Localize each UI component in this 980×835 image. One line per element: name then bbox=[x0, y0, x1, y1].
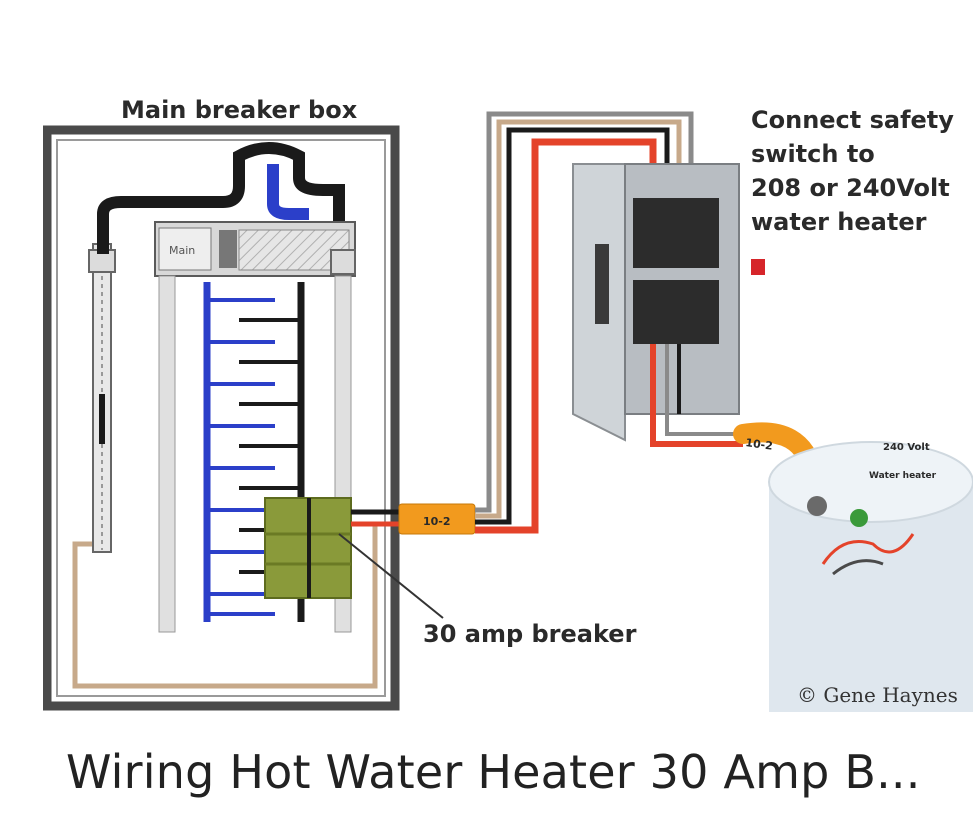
cable-label-upper: 10-2 bbox=[745, 436, 774, 453]
feeder-wire-red bbox=[475, 138, 657, 534]
label-main-breaker-box: Main breaker box bbox=[121, 96, 358, 124]
main-breaker-switch bbox=[219, 230, 237, 268]
heater-feed-neutral bbox=[665, 420, 743, 436]
safety-switch-red-indicator bbox=[751, 259, 765, 275]
label-safety-switch-4: water heater bbox=[751, 208, 927, 236]
feeder-wire-neutral bbox=[475, 111, 694, 513]
main-lug-right bbox=[330, 249, 356, 275]
heater-label-line2: Water heater bbox=[869, 471, 937, 481]
service-wire-blue bbox=[267, 164, 309, 220]
wiring-diagram: Main bbox=[43, 94, 973, 712]
bus-fingers bbox=[207, 298, 301, 616]
cable-label-lower: 10-2 bbox=[423, 515, 451, 528]
heater-element-wires bbox=[821, 533, 915, 565]
feeder-wire-ground bbox=[475, 119, 682, 519]
main-breaker-tag-box bbox=[158, 227, 212, 271]
label-safety-switch-2: switch to bbox=[751, 140, 875, 168]
heater-ground-screw bbox=[850, 509, 868, 527]
heater-junction bbox=[807, 496, 827, 516]
ground-wire-loop bbox=[72, 522, 378, 689]
heater-element-wires-2 bbox=[832, 559, 884, 576]
safety-switch-upper-block bbox=[633, 198, 719, 268]
main-breaker-tag: Main bbox=[169, 244, 195, 257]
breaker-pointer-line bbox=[338, 533, 444, 619]
water-heater-top bbox=[768, 441, 973, 523]
wiring-diagram-svg: Main bbox=[43, 96, 973, 712]
service-wire-black bbox=[97, 142, 345, 254]
heater-label-line1: 240 Volt bbox=[883, 442, 930, 453]
cable-10-2-lower bbox=[398, 503, 476, 535]
label-30-amp-breaker: 30 amp breaker bbox=[423, 620, 637, 648]
heater-feed-red bbox=[650, 424, 743, 447]
label-safety-switch-1: Connect safety bbox=[751, 106, 954, 134]
safety-switch-handle-slot bbox=[595, 244, 609, 324]
safety-switch-lower-block bbox=[633, 280, 719, 344]
image-caption[interactable]: Wiring Hot Water Heater 30 Amp B... bbox=[66, 745, 921, 799]
feeder-wire-black bbox=[475, 127, 670, 525]
label-copyright: © Gene Haynes bbox=[797, 683, 958, 707]
left-side-bar bbox=[158, 275, 176, 633]
label-safety-switch-3: 208 or 240Volt bbox=[751, 174, 950, 202]
